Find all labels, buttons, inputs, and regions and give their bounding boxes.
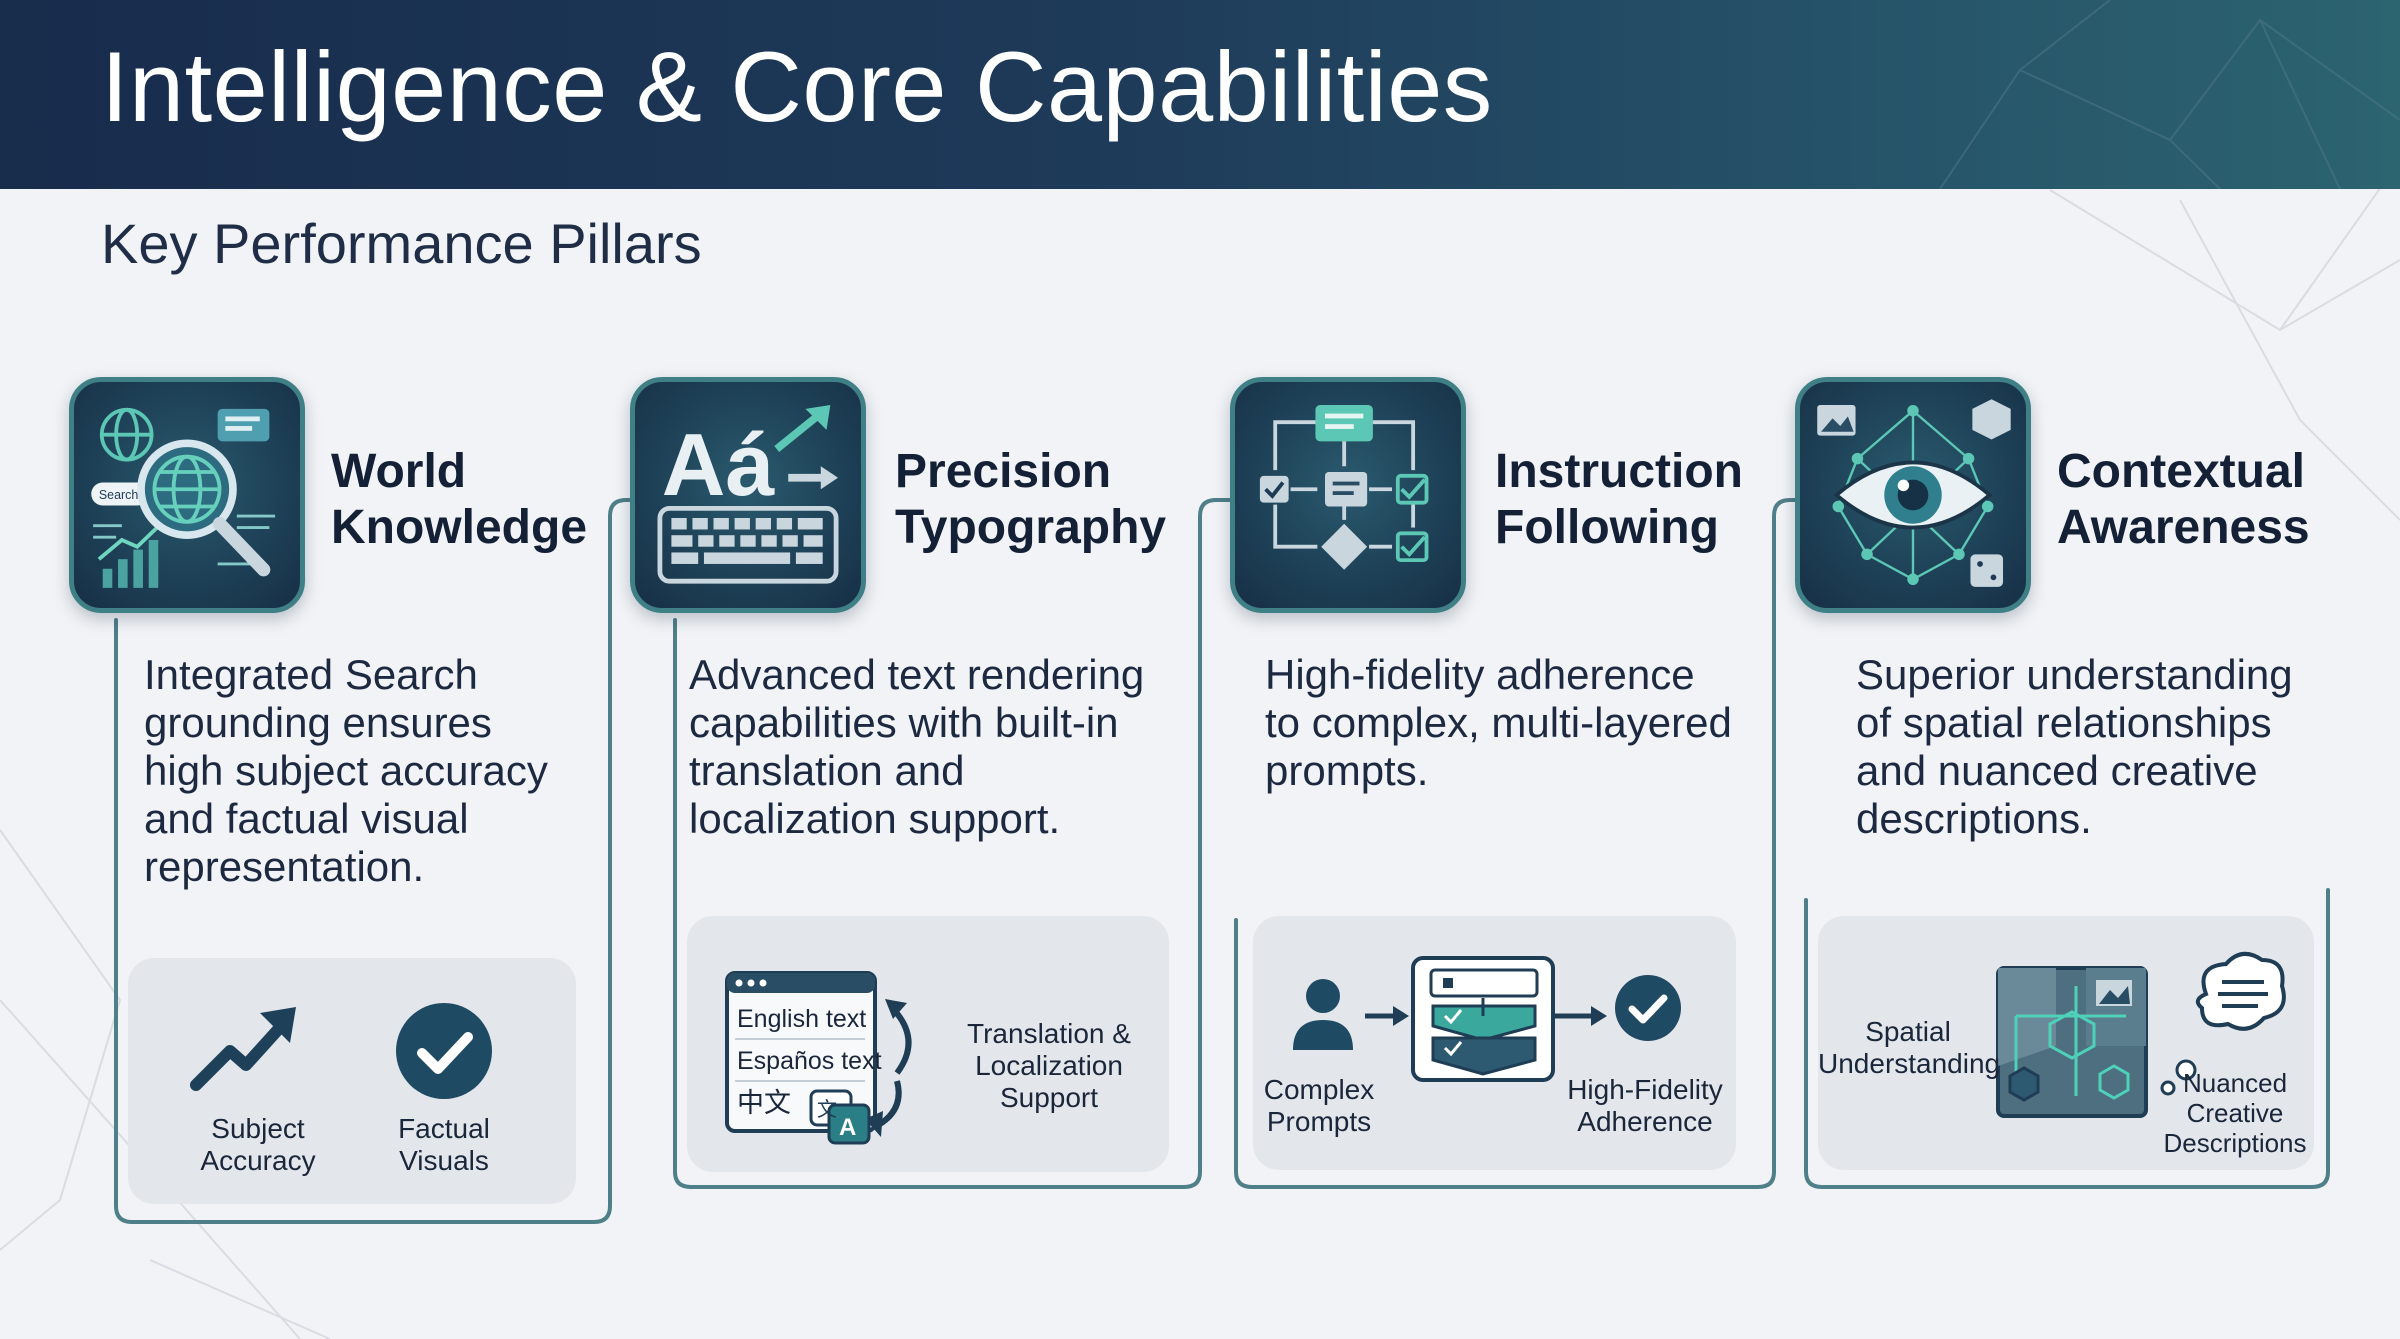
trend-arrow-icon (190, 1007, 296, 1091)
globe-magnifier-icon: Search (91, 407, 276, 588)
flowchart-icon (1259, 404, 1429, 570)
instruction-following-tile (1230, 377, 1466, 613)
page-title: Intelligence & Core Capabilities (101, 31, 1493, 142)
svg-text:Aá: Aá (662, 415, 776, 514)
svg-text:Search: Search (99, 488, 138, 502)
svg-text:文: 文 (817, 1097, 837, 1121)
spatial-cube-diagram (1996, 952, 2286, 1118)
typography-keyboard-icon: Aá (657, 404, 839, 584)
header-banner: Intelligence & Core Capabilities (0, 0, 2400, 189)
spanish-text-label: Españos text (737, 1047, 882, 1075)
translation-window-icon: 文 A (725, 971, 912, 1145)
world-knowledge-tile: Search (69, 377, 305, 613)
eye-network-icon (1817, 399, 2011, 587)
svg-text:A: A (839, 1114, 856, 1141)
page-subtitle: Key Performance Pillars (101, 212, 702, 275)
check-circle-icon (396, 1003, 492, 1099)
contextual-awareness-tile (1795, 377, 2031, 613)
precision-typography-tile: Aá (630, 377, 866, 613)
chinese-text-label: 中文 (737, 1088, 791, 1118)
instruction-flow-diagram (1293, 956, 1681, 1082)
header-decoration (1939, 0, 2400, 189)
english-text-label: English text (737, 1005, 867, 1033)
precision-typography-panel: 文 A English text Españos text 中文 Transla… (687, 916, 1169, 1172)
